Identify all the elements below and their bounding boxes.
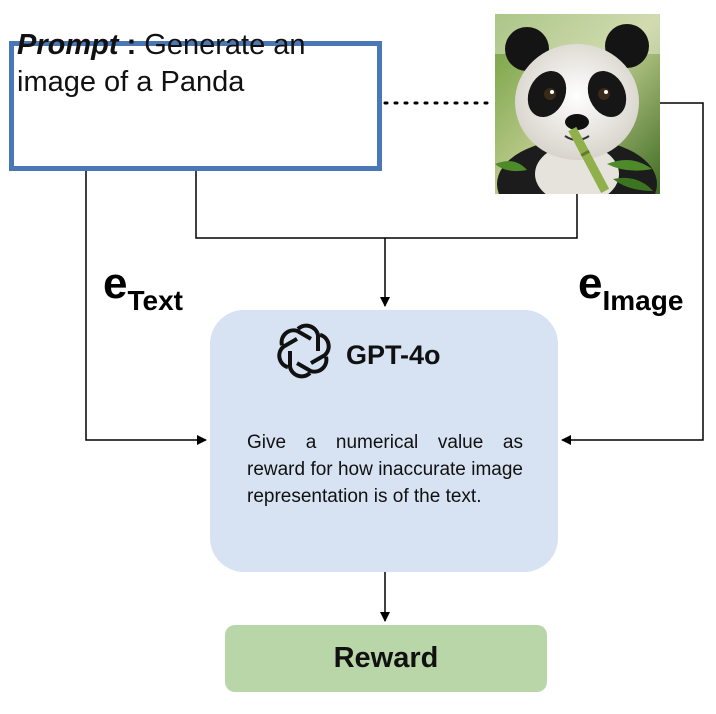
prompt-label: Prompt (17, 29, 119, 61)
panda-image (495, 14, 660, 194)
image-merge-line (385, 194, 578, 239)
prompt-text: Prompt : Generate an image of a Panda (17, 27, 357, 101)
image-subscript: Image (602, 285, 684, 316)
text-embedding-arrow (85, 166, 207, 445)
text-embedding-label: eText (103, 259, 183, 316)
image-embedding-label: eImage (578, 259, 683, 316)
e-symbol: e (103, 259, 128, 308)
gpt-title: GPT-4o (346, 340, 441, 370)
openai-logo-icon (277, 323, 331, 379)
image-embedding-arrow (561, 102, 704, 445)
prompt-content: Generate an image of a Panda (17, 29, 306, 98)
prompt-colon: : (126, 29, 137, 61)
e-symbol: e (578, 259, 603, 308)
prompt-box (9, 41, 382, 171)
prompt-merge-line (195, 166, 385, 239)
reward-label: Reward (333, 642, 439, 674)
gpt-box (210, 310, 558, 572)
gpt-instruction: Give a numerical value as reward for how… (247, 432, 523, 507)
text-subscript: Text (127, 285, 183, 316)
reward-box: Reward (225, 625, 547, 692)
